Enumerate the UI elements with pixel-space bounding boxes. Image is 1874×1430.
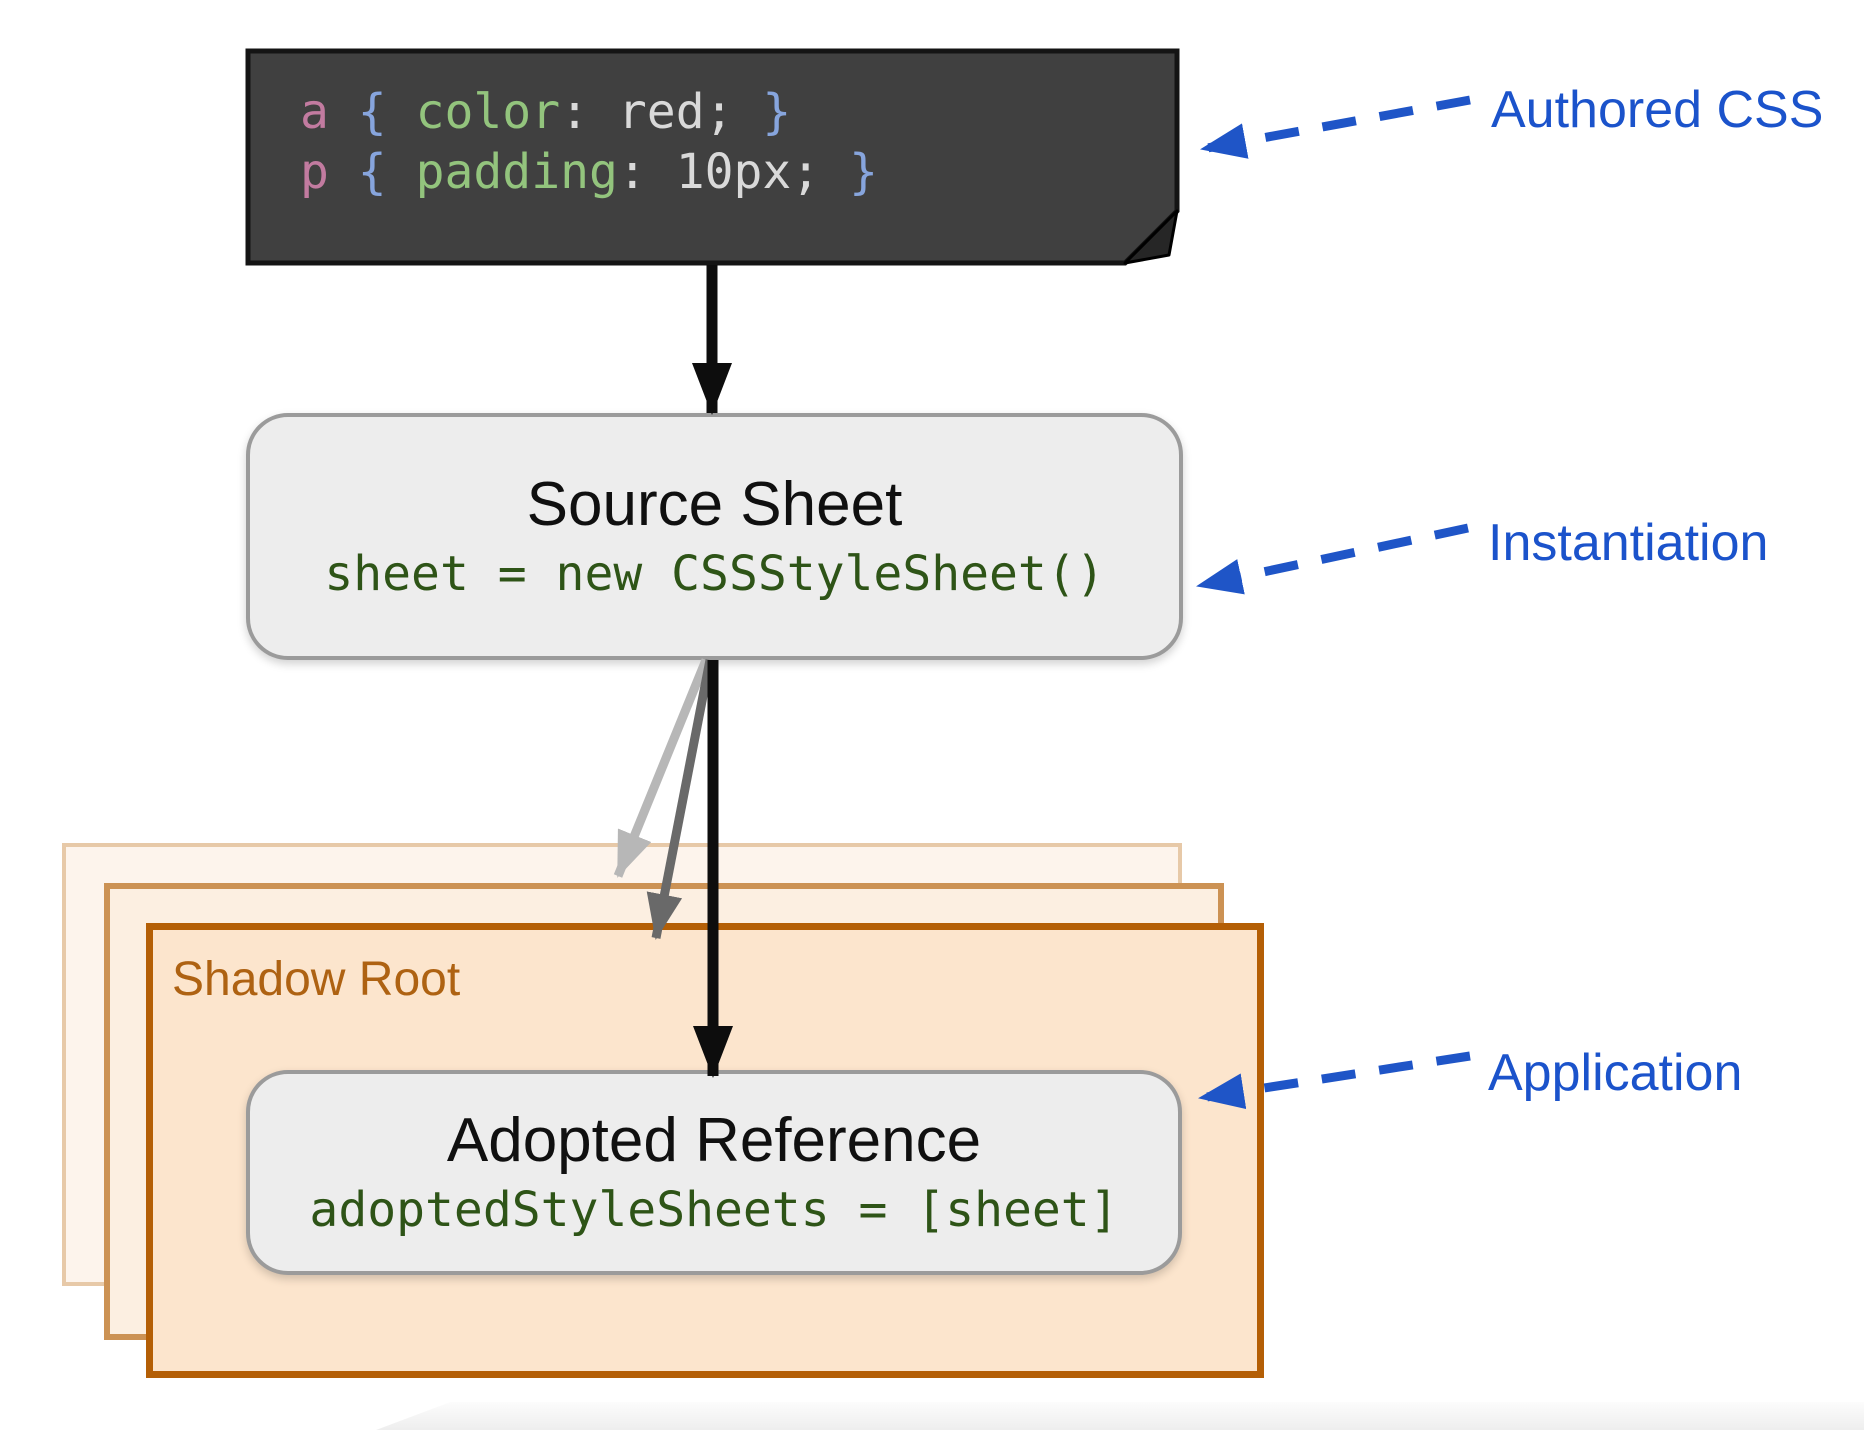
- source-sheet-code: sheet = new CSSStyleSheet(): [324, 545, 1105, 602]
- punctuation-token: ;: [791, 144, 850, 200]
- css-selector-token: a: [300, 84, 329, 140]
- css-value-token: 10px: [675, 144, 792, 200]
- page-shadow-strip: [376, 1402, 1864, 1430]
- source-sheet-title: Source Sheet: [526, 469, 903, 539]
- adopted-reference-code: adoptedStyleSheets = [sheet]: [309, 1181, 1119, 1238]
- brace-token: }: [762, 84, 792, 140]
- annotation-application: Application: [1488, 1044, 1743, 1102]
- punctuation-token: :: [617, 144, 676, 200]
- css-property-token: padding: [415, 144, 618, 200]
- css-value-token: red: [617, 84, 705, 140]
- brace-token: {: [328, 84, 416, 140]
- folded-note-icon: [245, 48, 1180, 266]
- punctuation-token: :: [560, 84, 618, 140]
- authored-css-note: a { color: red; } p { padding: 10px; }: [245, 48, 1185, 268]
- arrow-authored-css-annotation: [1200, 95, 1471, 159]
- css-property-token: color: [415, 84, 561, 140]
- css-selector-token: p: [300, 144, 329, 200]
- annotation-instantiation: Instantiation: [1488, 514, 1769, 572]
- adopted-reference-title: Adopted Reference: [446, 1105, 982, 1175]
- css-rule-line: a { color: red; }: [300, 82, 878, 142]
- brace-token: }: [849, 144, 878, 200]
- brace-token: {: [328, 144, 416, 200]
- arrow-instantiation-annotation: [1196, 523, 1469, 595]
- punctuation-token: ;: [704, 84, 763, 140]
- source-sheet-box: Source Sheet sheet = new CSSStyleSheet(): [246, 413, 1183, 660]
- annotation-authored-css: Authored CSS: [1491, 81, 1824, 139]
- adopted-reference-box: Adopted Reference adoptedStyleSheets = […: [246, 1070, 1182, 1275]
- shadow-root-label: Shadow Root: [172, 953, 461, 1006]
- authored-css-code: a { color: red; } p { padding: 10px; }: [300, 82, 878, 202]
- css-rule-line: p { padding: 10px; }: [300, 142, 878, 202]
